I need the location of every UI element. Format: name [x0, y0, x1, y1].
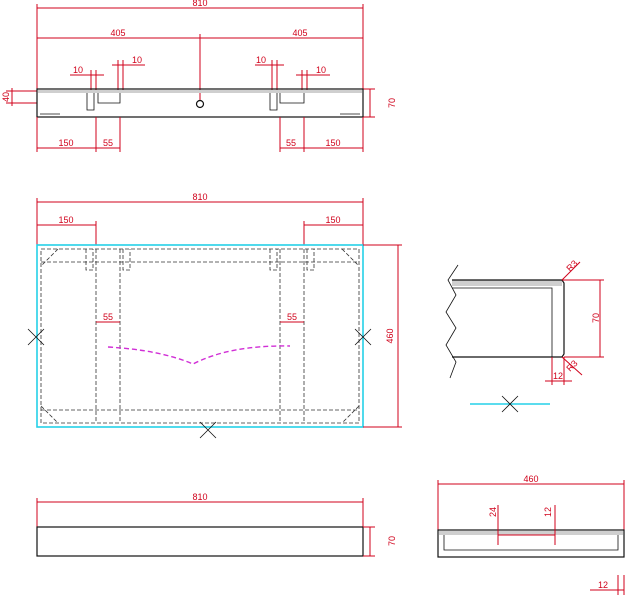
side-view: 460 24 12 12 [437, 474, 625, 595]
section-hatch [452, 280, 562, 286]
cross-marker-right [354, 328, 372, 346]
leader-radius-top [561, 261, 581, 281]
dim-text-half-right: 405 [292, 28, 307, 38]
dim-text-plan-left: 150 [58, 215, 73, 225]
dim-text-section-thickness: 70 [591, 313, 601, 323]
dim-text-plan-overall: 810 [192, 192, 207, 202]
dim-text-bottom-b: 55 [103, 138, 113, 148]
dim-text-overall-top: 810 [192, 0, 207, 8]
dim-text-bottom-c: 55 [286, 138, 296, 148]
break-line [445, 264, 459, 379]
dim-text-front-overall: 810 [192, 492, 207, 502]
sink-curve [107, 345, 291, 365]
dim-text-bottom-d: 150 [325, 138, 340, 148]
side-view-slab [437, 529, 625, 558]
dim-text-plan-inner-left: 55 [103, 312, 113, 322]
leader-radius-bottom [561, 356, 583, 376]
cross-marker-section [501, 395, 519, 413]
dim-text-plan-inner-right: 55 [287, 312, 297, 322]
dim-text-side-overall: 460 [523, 474, 538, 484]
drain-hole [195, 99, 205, 109]
cross-marker-left [27, 328, 45, 346]
recess-right-2 [279, 93, 305, 104]
recess-left-2 [97, 93, 121, 104]
plan-view: 810 150 150 55 55 460 [27, 192, 402, 439]
section-detail: 70 R3 R3 12 [445, 258, 604, 413]
dim-text-side-corner: 12 [598, 580, 608, 590]
side-view-inner [443, 535, 619, 551]
corner-chamfers [40, 248, 360, 424]
dim-text-bottom-a: 150 [58, 138, 73, 148]
dim-text-side-a: 24 [488, 507, 498, 517]
dim-text-half-left: 405 [110, 28, 125, 38]
dim-text-depth: 460 [385, 328, 395, 343]
top-view-slab [36, 88, 364, 118]
recess-right-1 [269, 93, 278, 111]
plan-outline [36, 244, 364, 428]
front-view-slab [36, 526, 364, 557]
section-outline [452, 279, 565, 358]
side-view-hatch [439, 531, 623, 535]
dim-text-height-left: 40 [1, 92, 11, 102]
dim-text-height-right: 70 [387, 98, 397, 108]
dim-text-side-b: 12 [543, 507, 553, 517]
dim-text-slot-right-b: 10 [316, 65, 326, 75]
plan-inner-hidden [40, 248, 360, 424]
dim-text-lip: 12 [553, 371, 563, 381]
dim-text-slot-left-b: 10 [132, 55, 142, 65]
cross-marker-bottom [199, 421, 217, 439]
dim-text-slot-left-a: 10 [73, 65, 83, 75]
top-view: 810 405 405 10 10 10 10 40 70 [1, 0, 397, 152]
dim-text-slot-right-a: 10 [256, 55, 266, 65]
recess-left-1 [86, 93, 95, 111]
section-inner [452, 287, 553, 357]
top-view-hatch [38, 90, 362, 93]
dim-text-radius-top: R3 [564, 258, 579, 273]
dim-text-front-height: 70 [387, 536, 397, 546]
dim-text-plan-right: 150 [325, 215, 340, 225]
front-view: 810 70 [36, 492, 397, 557]
notches-plan [85, 249, 315, 271]
